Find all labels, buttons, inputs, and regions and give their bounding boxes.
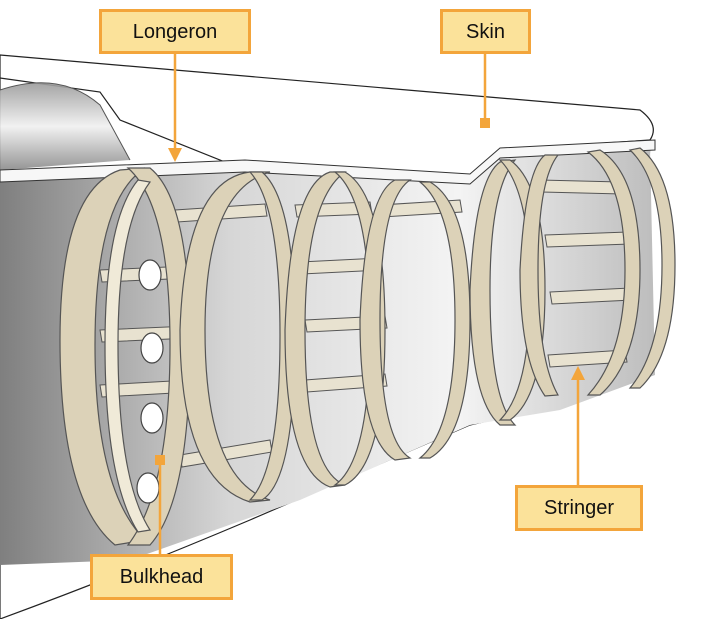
- bulkhead-label: Bulkhead: [90, 554, 233, 600]
- leader-lines: [155, 54, 585, 554]
- stringer-arrowhead: [571, 366, 585, 380]
- longeron-label: Longeron: [99, 9, 251, 54]
- longeron-beam: [0, 139, 656, 185]
- skin-label: Skin: [440, 9, 531, 54]
- stringer-label: Stringer: [515, 485, 643, 531]
- longeron-arrowhead: [168, 148, 182, 162]
- frames: [59, 147, 676, 546]
- bulkhead-marker: [155, 455, 165, 465]
- bulkhead-holes: [136, 259, 164, 504]
- skin-marker: [480, 118, 490, 128]
